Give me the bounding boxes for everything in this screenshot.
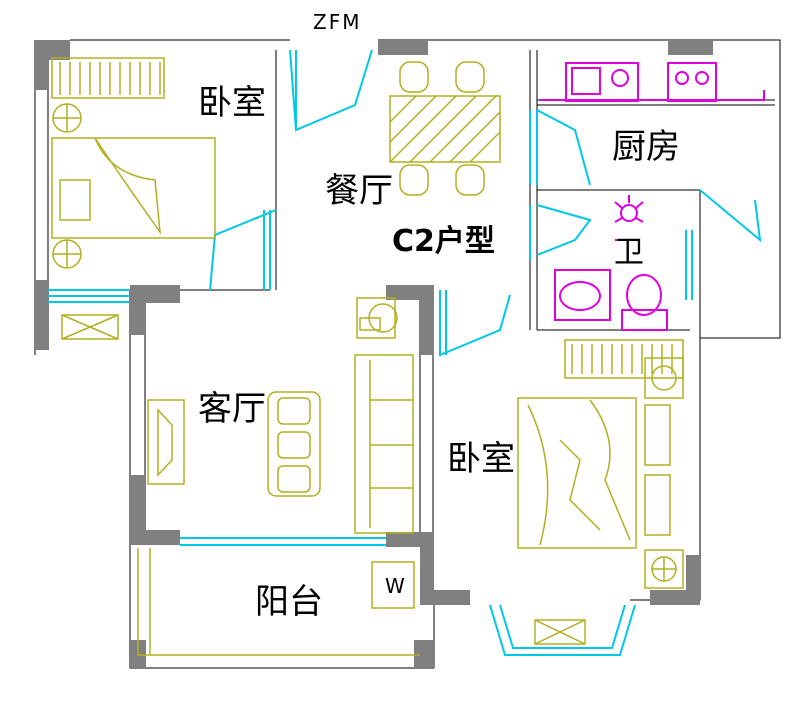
furniture [51, 57, 684, 656]
room-label-dining: 餐厅 [325, 171, 393, 211]
plan-code-label: ZFM [313, 10, 362, 34]
room-label-bathroom: 卫 [614, 235, 644, 270]
room-label-living: 客厅 [198, 389, 266, 429]
fixtures [540, 62, 765, 331]
wall-pillars [35, 40, 713, 668]
room-label-balcony: 阳台 [255, 582, 323, 622]
room-label-kitchen: 厨房 [612, 127, 680, 167]
room-label-bedroom-south: 卧室 [447, 439, 515, 479]
floor-plan-title: C2户型 [392, 224, 495, 259]
washer-label: W [385, 574, 405, 598]
doors-windows [48, 49, 762, 656]
room-label-bedroom-north: 卧室 [198, 83, 266, 123]
wall-lines [34, 39, 781, 669]
